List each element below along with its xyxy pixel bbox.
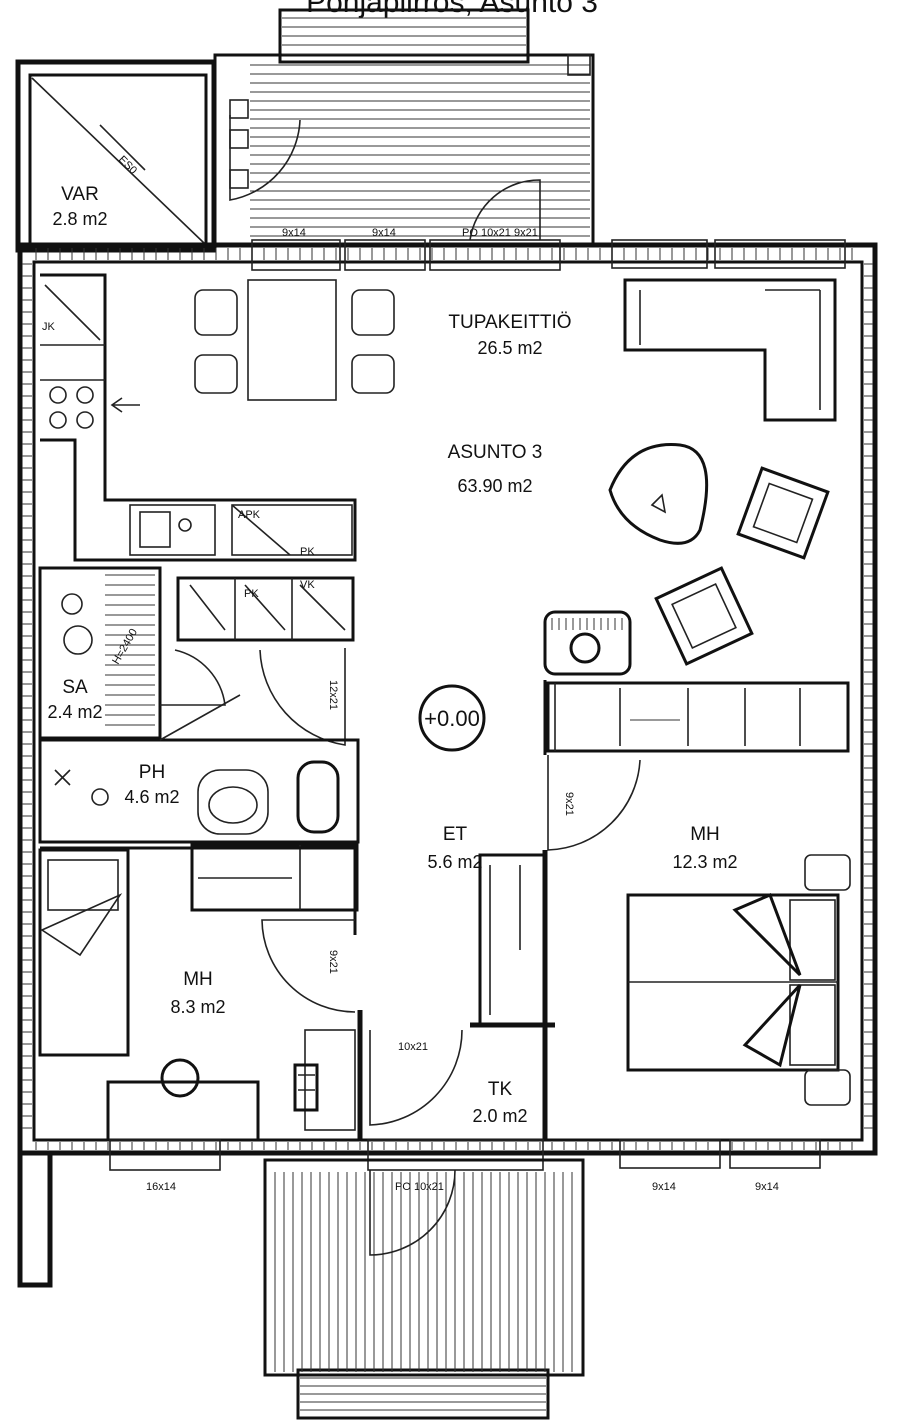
hall-cabinets: PK VK (176, 576, 355, 642)
window-dim-bottom-1: 16x14 (146, 1181, 176, 1193)
room-area-mh-left: 8.3 m2 (170, 997, 225, 1017)
fridge-tag: JK (42, 321, 56, 333)
bathroom (38, 694, 360, 844)
bed-left (38, 848, 130, 1057)
door-dim-bedroom-right: 9x21 (563, 792, 575, 816)
room-label-mh-left: MH (183, 969, 213, 990)
room-area-mh-right: 12.3 m2 (672, 852, 737, 872)
cabinet-tag-1: PK (300, 546, 315, 558)
room-label-var: VAR (61, 184, 99, 205)
top-balcony (213, 8, 595, 247)
sofa (623, 278, 837, 422)
door-dim-closet: 10x21 (398, 1041, 428, 1053)
dining-table (194, 279, 395, 401)
outer-walls (17, 242, 878, 1156)
room-area-var: 2.8 m2 (52, 209, 107, 229)
left-protrusion (17, 1150, 53, 1288)
window-dim-top-3: PO 10x21 9x21 (462, 227, 538, 239)
room-area-ph: 4.6 m2 (124, 787, 179, 807)
window-dim-top-1: 9x14 (282, 227, 306, 239)
window-dim-top-2: 9x14 (372, 227, 396, 239)
room-label-ph: PH (139, 762, 165, 783)
level-marker: +0.00 (418, 684, 486, 752)
hall-closet (478, 853, 547, 1027)
armchair-2 (654, 566, 754, 666)
dishwasher-tag: APK (238, 509, 261, 521)
room-area-et: 5.6 m2 (427, 852, 482, 872)
fireplace (543, 610, 632, 676)
sauna-height-tag: H=2400 (110, 627, 140, 667)
window-dim-bottom-3: 9x14 (652, 1181, 676, 1193)
storage-tag: ES0 (116, 154, 139, 177)
desk-left (106, 1029, 356, 1142)
bed-right (626, 854, 851, 1106)
cabinet-tag-3: VK (300, 579, 315, 591)
room-label-tk: TK (488, 1079, 513, 1100)
closet-door-swing (369, 1029, 463, 1126)
bedroom-right-door-swing (547, 755, 641, 851)
room-area-asunto: 63.90 m2 (457, 476, 532, 496)
coffee-table (608, 443, 709, 545)
armchair-1 (736, 466, 830, 560)
room-area-sa: 2.4 m2 (47, 702, 102, 722)
kitchen-counter: JK APK PK (40, 273, 357, 562)
balcony-door-swing (229, 115, 301, 201)
balcony-door-swing-2 (469, 179, 541, 241)
wardrobe-left (190, 843, 359, 912)
room-label-sa: SA (62, 677, 88, 698)
door-dim-hall: 12x21 (327, 680, 339, 710)
cabinet-tag-2: PK (244, 588, 259, 600)
svg-text:+0.00: +0.00 (424, 706, 480, 731)
storage-room: ES0 (15, 59, 217, 253)
window-dim-bottom-4: 9x14 (755, 1181, 779, 1193)
room-label-tupakeittio: TUPAKEITTIÖ (448, 312, 571, 333)
room-area-tupakeittio: 26.5 m2 (477, 338, 542, 358)
bedroom-left-door-swing (261, 919, 356, 1013)
room-label-et: ET (443, 824, 468, 845)
room-area-tk: 2.0 m2 (472, 1106, 527, 1126)
hall-door-swing (259, 648, 346, 746)
sauna-door-swing (160, 649, 226, 706)
wardrobe-right (546, 681, 850, 753)
top-windows: 9x14 9x14 PO 10x21 9x21 (251, 227, 846, 271)
door-dim-bedroom-left: 9x21 (327, 950, 339, 974)
room-label-mh-right: MH (690, 824, 720, 845)
room-label-asunto: ASUNTO 3 (448, 442, 543, 463)
bottom-terrace (263, 1158, 585, 1420)
